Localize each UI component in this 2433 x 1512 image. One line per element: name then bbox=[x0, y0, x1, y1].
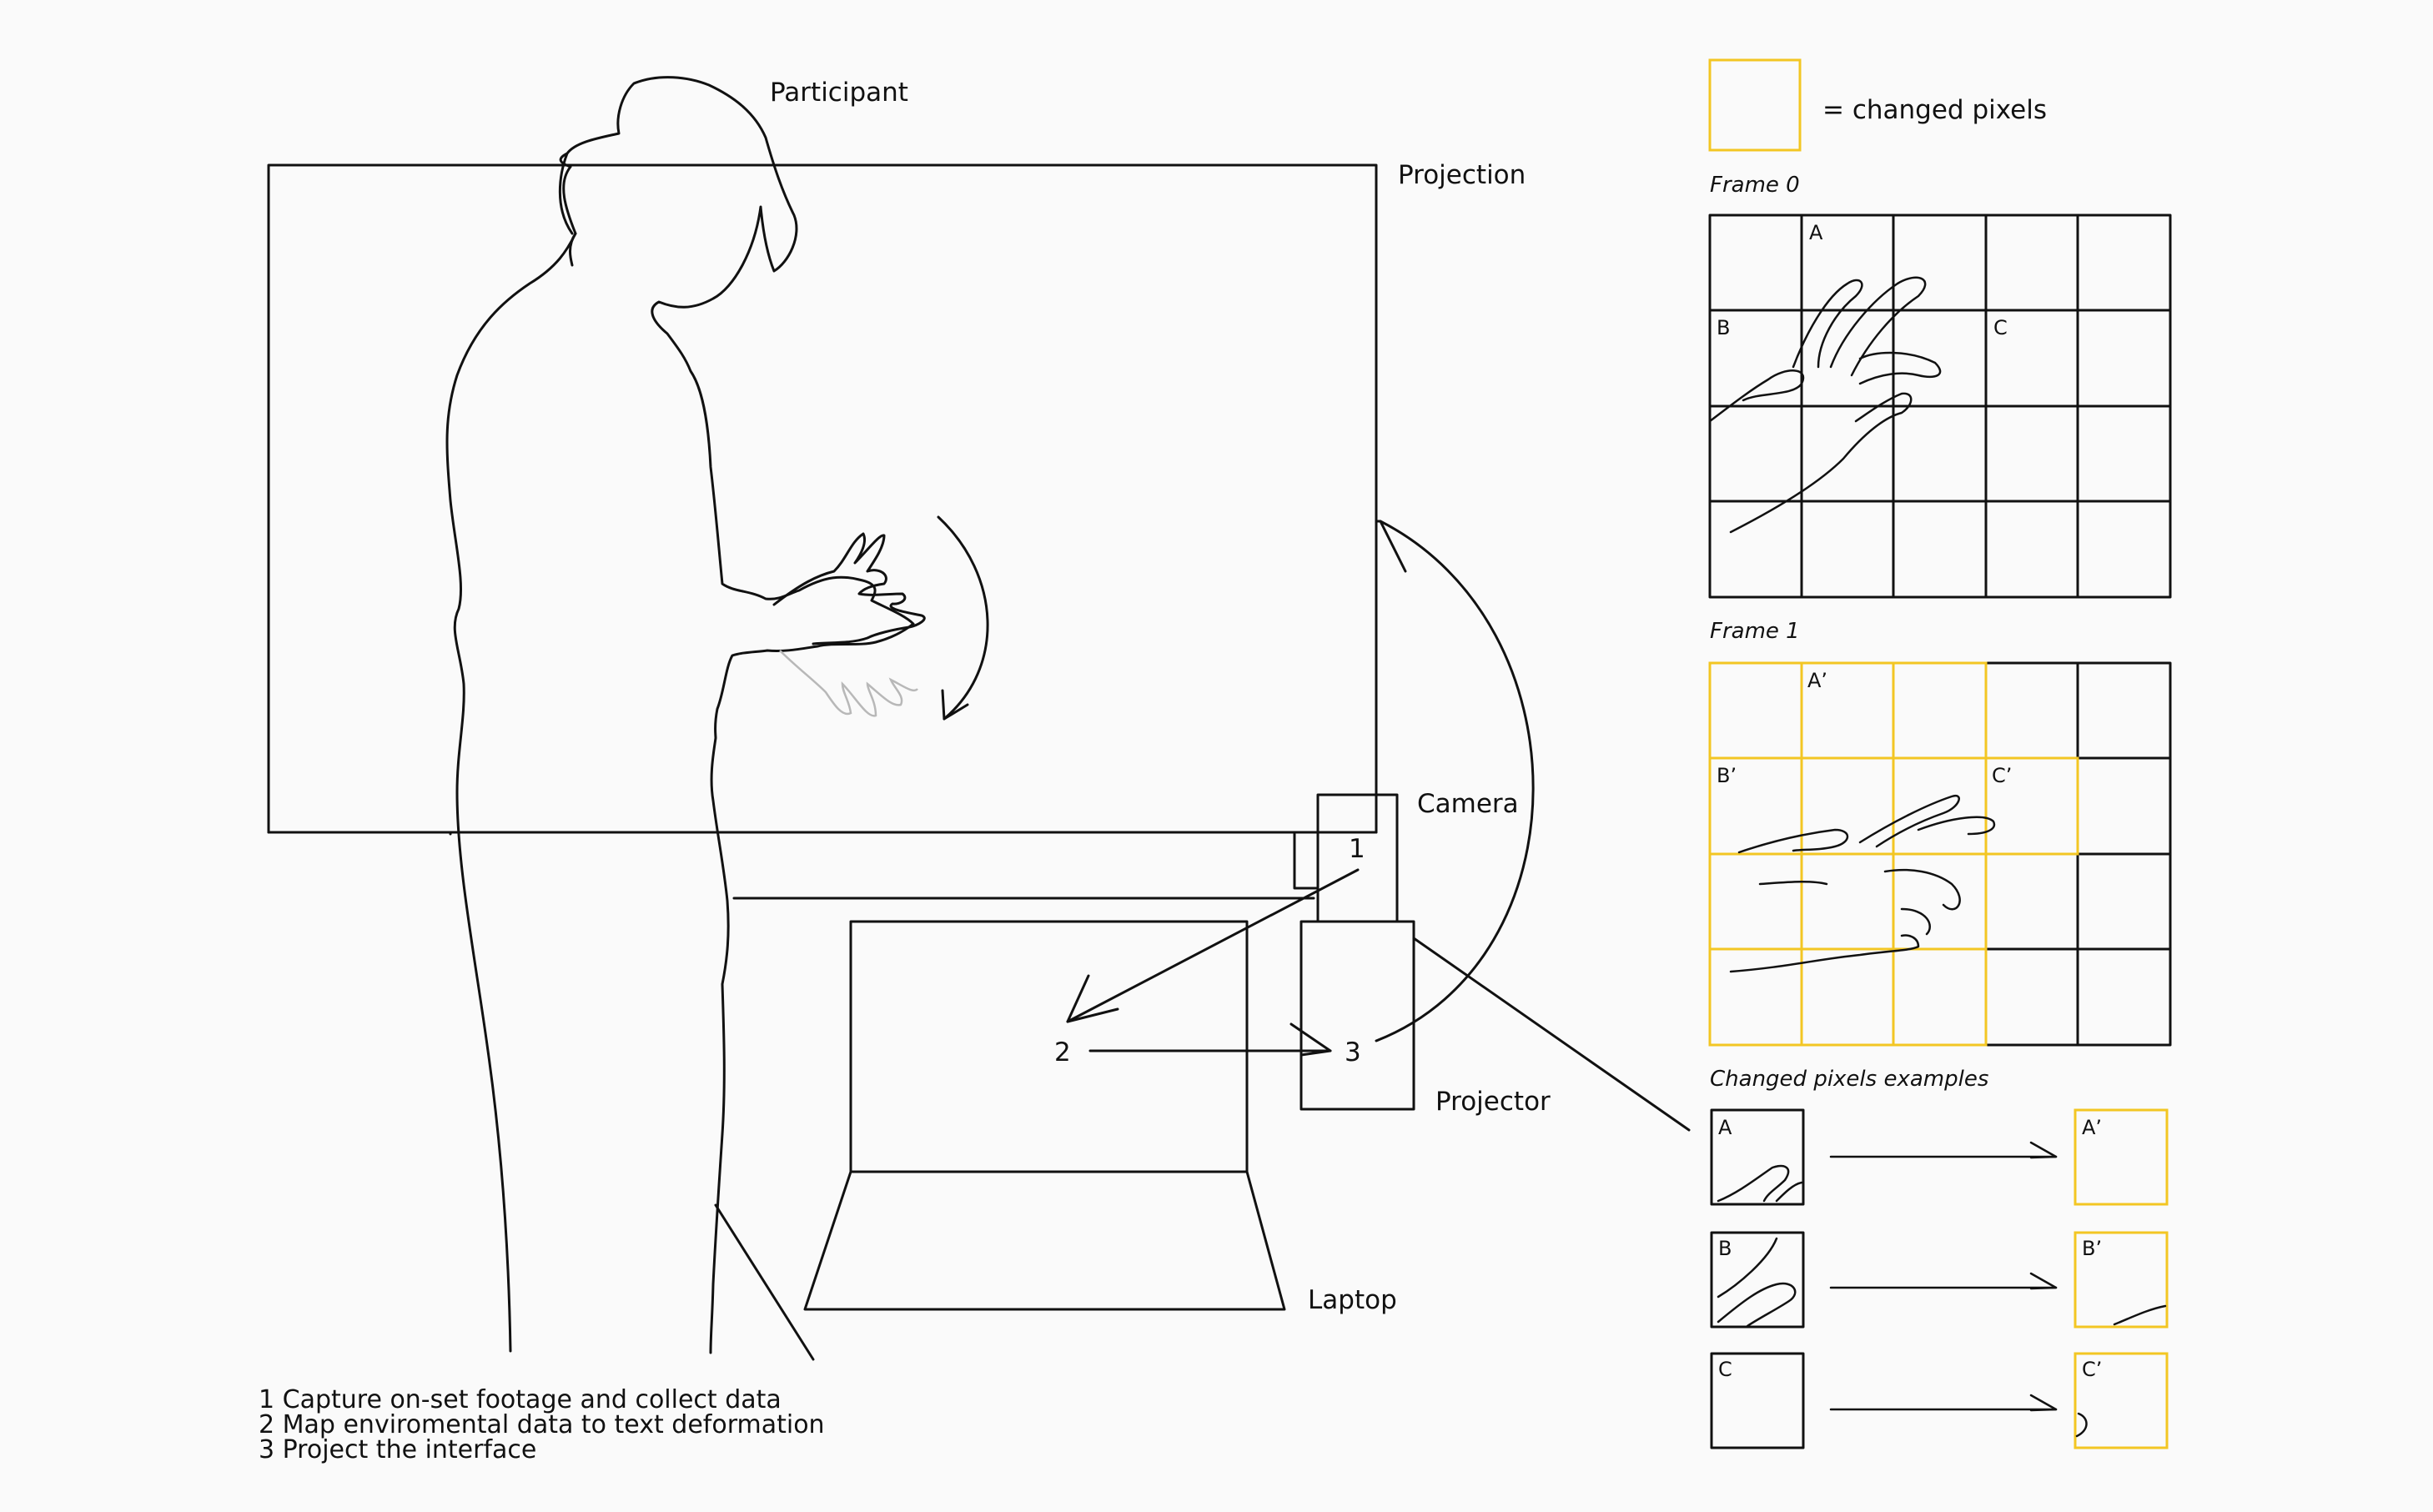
process-step-1: 1 Capture on-set footage and collect dat… bbox=[259, 1385, 782, 1414]
example-before-b: B bbox=[1718, 1237, 1732, 1260]
step-2: 2 bbox=[1054, 1037, 1071, 1067]
step-1: 1 bbox=[1349, 834, 1365, 864]
example-row-a: A A’ bbox=[1710, 1108, 2169, 1206]
frame0-cell-b: B bbox=[1717, 316, 1730, 339]
projector-to-examples-line bbox=[1412, 937, 1691, 1132]
gesture-arc-head bbox=[941, 689, 969, 721]
projection-screen bbox=[267, 163, 1378, 834]
label-participant: Participant bbox=[770, 78, 908, 108]
frame1-cell-b: B’ bbox=[1717, 764, 1737, 787]
example-before-c: C bbox=[1718, 1358, 1732, 1381]
label-laptop: Laptop bbox=[1308, 1285, 1397, 1315]
table-surface bbox=[267, 831, 1378, 900]
frame0-title: Frame 0 bbox=[1710, 173, 1800, 198]
frame1-hand bbox=[1729, 794, 1996, 973]
label-projector: Projector bbox=[1435, 1087, 1551, 1117]
example-after-b: B’ bbox=[2082, 1237, 2102, 1260]
example-row-b: B B’ bbox=[1710, 1231, 2169, 1329]
example-after-a: A’ bbox=[2082, 1116, 2102, 1139]
arrow-projector-to-screen-head bbox=[1375, 520, 1407, 573]
frame1-cell-a: A’ bbox=[1807, 669, 1827, 692]
step-3: 3 bbox=[1345, 1037, 1361, 1067]
arrow-projector-to-screen bbox=[1375, 520, 1535, 1042]
frame0-grid bbox=[1708, 213, 2172, 599]
participant-leg-line bbox=[714, 1203, 815, 1361]
arrow-camera-to-laptop bbox=[1066, 868, 1360, 1023]
frame1-title: Frame 1 bbox=[1710, 619, 1800, 644]
frame0-cell-c: C bbox=[1993, 316, 2008, 339]
laptop-base bbox=[803, 1170, 1286, 1311]
example-after-c: C’ bbox=[2082, 1358, 2102, 1381]
legend-swatch bbox=[1708, 58, 1802, 152]
gesture-arc bbox=[937, 515, 989, 721]
participant-hair bbox=[558, 152, 577, 267]
process-step-3: 3 Project the interface bbox=[259, 1435, 537, 1464]
arrow-laptop-to-projector-head bbox=[1289, 1022, 1332, 1057]
process-step-2: 2 Map enviromental data to text deformat… bbox=[259, 1410, 825, 1439]
legend-text: = changed pixels bbox=[1822, 95, 2047, 125]
label-camera: Camera bbox=[1417, 789, 1519, 819]
example-row-c: C C’ bbox=[1710, 1352, 2169, 1449]
arrow-camera-to-laptop-head bbox=[1066, 974, 1119, 1023]
frame0-hand bbox=[1708, 276, 1942, 534]
frame1-grid bbox=[1708, 661, 2172, 1047]
label-projection: Projection bbox=[1398, 160, 1526, 190]
frame0-cell-a: A bbox=[1809, 221, 1823, 244]
participant-silhouette bbox=[445, 76, 915, 1354]
process-steps-list: 1 Capture on-set footage and collect dat… bbox=[259, 1388, 825, 1463]
participant-hand bbox=[772, 532, 926, 645]
laptop-screen bbox=[849, 920, 1249, 1173]
example-before-a: A bbox=[1718, 1116, 1732, 1139]
participant-hand-ghost bbox=[779, 650, 918, 717]
frame1-cell-c: C’ bbox=[1992, 764, 2012, 787]
examples-title: Changed pixels examples bbox=[1710, 1067, 1988, 1092]
projector-body bbox=[1299, 920, 1415, 1111]
